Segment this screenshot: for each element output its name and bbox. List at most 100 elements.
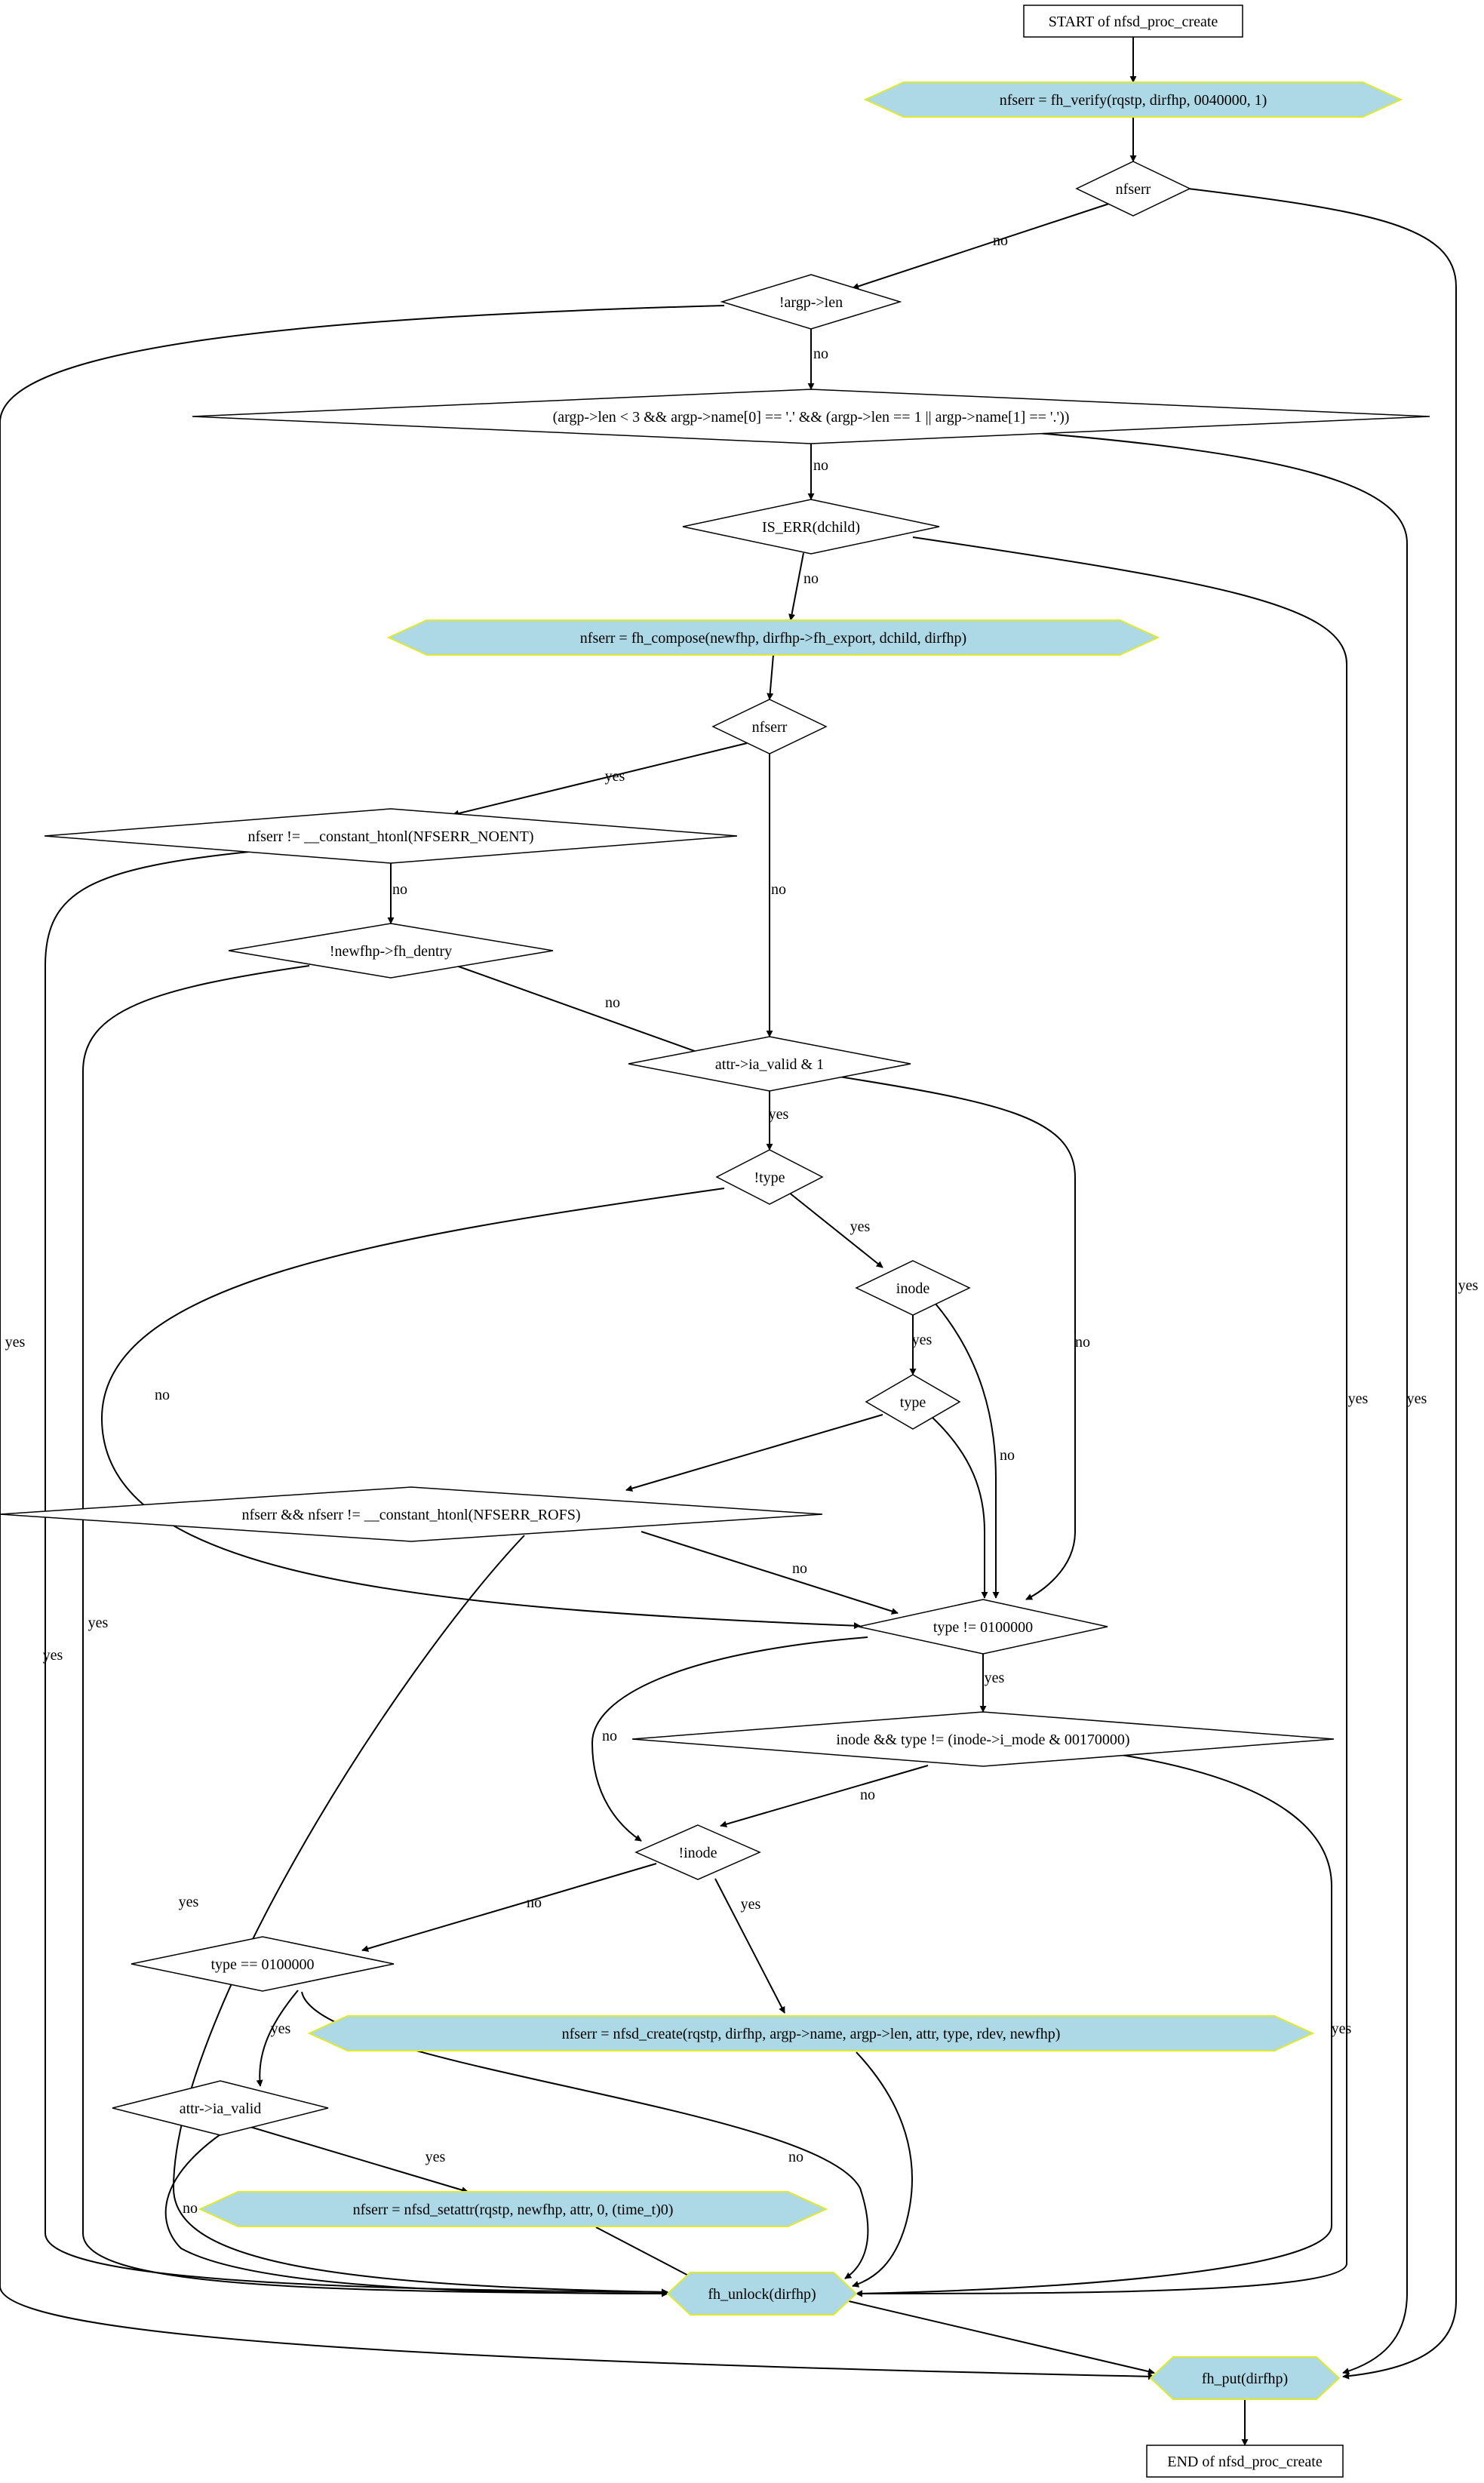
node-notinode: !inode — [634, 1824, 761, 1880]
edge-setattr-unlock — [595, 2226, 695, 2279]
node-start-shape — [1023, 5, 1243, 38]
node-unlock: fh_unlock(dirfhp) — [666, 2272, 858, 2316]
edge-label-nfserr1-put: yes — [1458, 1277, 1479, 1294]
edge-iavalid-typeneq — [829, 1074, 1076, 1600]
edge-label-noent-unlock: yes — [43, 1647, 63, 1664]
node-compose-shape — [386, 619, 1160, 656]
edge-noent-unlock — [45, 850, 668, 2296]
edge-label-typeneq-notinode: no — [602, 1728, 617, 1744]
edge-arglen-put — [0, 305, 1155, 2380]
edge-label-rofs-unlock: yes — [179, 1894, 199, 1910]
edge-typeneq-notinode — [591, 1636, 868, 1842]
edge-label-arglen-dotcheck: no — [813, 346, 828, 362]
edge-label-iavalid2-setattr: yes — [426, 2149, 446, 2165]
node-noent: nfserr != __constant_htonl(NFSERR_NOENT) — [44, 808, 738, 864]
edges-layer — [0, 37, 1457, 2446]
node-iavalid2-shape — [112, 2080, 329, 2136]
node-unlock-label: fh_unlock(dirfhp) — [708, 2286, 816, 2303]
node-compose-label: nfserr = fh_compose(newfhp, dirfhp->fh_e… — [580, 630, 966, 647]
node-notinode-shape — [634, 1824, 761, 1880]
node-nfserr1-label: nfserr — [1116, 181, 1151, 198]
node-verify-label: nfserr = fh_verify(rqstp, dirfhp, 004000… — [1000, 92, 1267, 109]
node-typeeq-shape — [131, 1936, 395, 1992]
node-end-shape — [1146, 2445, 1344, 2478]
edge-nottype-typeneq — [100, 1188, 861, 1630]
edge-typeeq-iavalid2 — [256, 1990, 299, 2087]
edge-type-typeneq — [931, 1416, 988, 1599]
edge-label-typeeq-iavalid2: yes — [271, 2021, 291, 2037]
edge-label-nfserr2-noent: yes — [605, 768, 625, 785]
edge-label-inodetype-unlock: yes — [1332, 2021, 1352, 2037]
node-arglen-shape — [720, 274, 902, 330]
node-inode-label: inode — [896, 1280, 930, 1297]
node-verify-shape — [863, 81, 1403, 118]
edge-create-unlock — [852, 2051, 913, 2288]
edge-label-nottype-typeneq: no — [155, 1387, 170, 1403]
node-nottype-shape — [715, 1149, 824, 1205]
edge-label-notinode-create: yes — [741, 1896, 761, 1913]
node-iavalid: attr->ia_valid & 1 — [628, 1036, 911, 1092]
node-iavalid2-label: attr->ia_valid — [180, 2100, 262, 2117]
node-notinode-label: !inode — [678, 1845, 717, 1861]
edge-inodetype-notinode — [720, 1765, 929, 1828]
node-inode: inode — [855, 1260, 971, 1316]
edge-unlock-put — [848, 2300, 1155, 2375]
node-noent-label: nfserr != __constant_htonl(NFSERR_NOENT) — [247, 828, 533, 845]
edge-nfserr1-arglen — [852, 203, 1110, 290]
node-end: END of nfsd_proc_create — [1146, 2445, 1344, 2478]
edge-label-iserr-unlock: yes — [1348, 1391, 1369, 1407]
edge-compose-nfserr2 — [767, 654, 774, 700]
edge-iavalid2-setattr — [244, 2125, 469, 2193]
edge-iserr-unlock — [856, 536, 1347, 2297]
edge-labels-layer: no yes no yes no yes no yes yes no no yes no yes yes no… — [5, 232, 1479, 2217]
edge-label-noent-dentry: no — [392, 881, 407, 898]
node-nfserr1: nfserr — [1075, 161, 1191, 217]
node-typeeq: type == 0100000 — [131, 1936, 395, 1992]
edge-notinode-typeeq — [361, 1863, 657, 1953]
edge-label-rofs-typeneq: no — [792, 1560, 807, 1577]
edge-iavalid2-unlock — [164, 2127, 668, 2297]
node-nfserr2-shape — [711, 699, 828, 754]
edge-rofs-unlock — [172, 1535, 668, 2296]
edge-nfserr1-put — [1188, 188, 1457, 2380]
node-nfserr2-label: nfserr — [752, 719, 788, 736]
node-typeeq-label: type == 0100000 — [211, 1956, 315, 1973]
node-arglen: !argp->len — [720, 274, 902, 330]
node-iserr-shape — [682, 499, 940, 555]
node-inode-shape — [855, 1260, 971, 1316]
node-iavalid2: attr->ia_valid — [112, 2080, 329, 2136]
edge-iserr-compose — [788, 552, 804, 621]
node-create: nfserr = nfsd_create(rqstp, dirfhp, argp… — [307, 2015, 1315, 2051]
node-inodetype-label: inode && type != (inode->i_mode & 001700… — [836, 1732, 1129, 1748]
node-put-shape — [1149, 2356, 1341, 2400]
node-dentry: !newfhp->fh_dentry — [228, 923, 554, 979]
node-create-shape — [307, 2015, 1315, 2051]
node-setattr: nfserr = nfsd_setattr(rqstp, newfhp, att… — [198, 2191, 828, 2227]
node-typeneq: type != 0100000 — [858, 1599, 1108, 1655]
node-setattr-label: nfserr = nfsd_setattr(rqstp, newfhp, att… — [353, 2202, 674, 2218]
edge-dentry-iavalid — [456, 965, 710, 1058]
node-dentry-shape — [228, 923, 554, 979]
node-type-shape — [865, 1374, 961, 1430]
node-nottype-label: !type — [754, 1169, 785, 1186]
edge-label-nfserr1-arglen: no — [993, 232, 1008, 249]
node-nottype: !type — [715, 1149, 824, 1205]
edge-inode-typeneq — [935, 1303, 1000, 1599]
node-arglen-label: !argp->len — [779, 294, 843, 311]
edge-label-inode-type: yes — [912, 1332, 932, 1348]
edge-label-nfserr2-iavalid: no — [771, 881, 786, 898]
node-dotcheck: (argp->len < 3 && argp->name[0] == '.' &… — [192, 389, 1430, 444]
node-setattr-shape — [198, 2191, 828, 2227]
node-typeneq-label: type != 0100000 — [933, 1619, 1033, 1636]
edge-label-typeeq-unlock: no — [788, 2149, 803, 2165]
node-compose: nfserr = fh_compose(newfhp, dirfhp->fh_e… — [386, 619, 1160, 656]
edge-label-iavalid-nottype: yes — [769, 1106, 789, 1123]
node-start: START of nfsd_proc_create — [1023, 5, 1243, 38]
node-iserr-label: IS_ERR(dchild) — [762, 519, 860, 536]
edge-label-dentry-iavalid: no — [605, 994, 620, 1011]
edge-rofs-typeneq — [641, 1531, 899, 1615]
node-start-label: START of nfsd_proc_create — [1049, 14, 1218, 30]
edge-label-dotcheck-put: yes — [1407, 1391, 1427, 1407]
